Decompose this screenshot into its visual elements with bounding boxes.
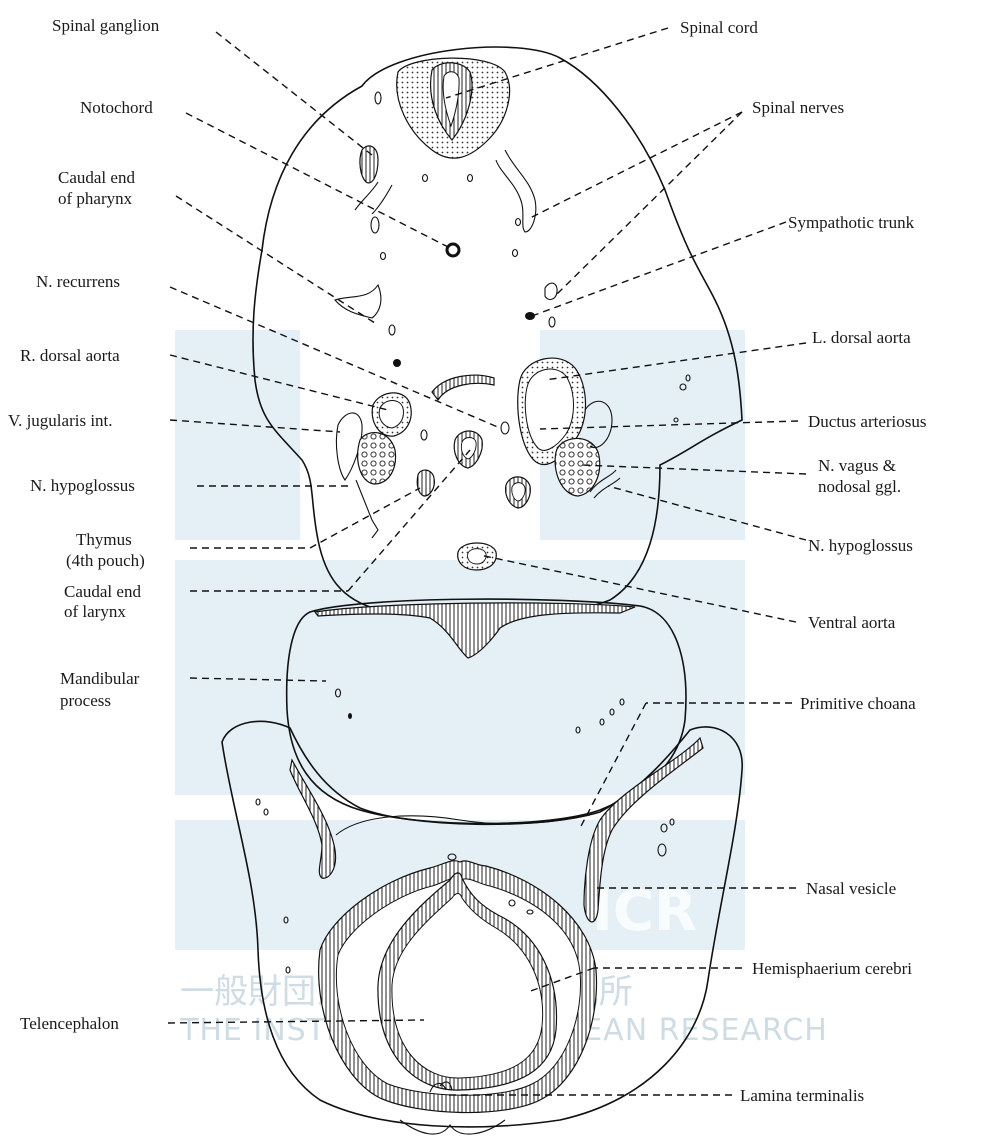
label-thymus-2: (4th pouch) [66, 551, 145, 570]
label-caudal-end-larynx-1: Caudal end [64, 582, 141, 601]
label-mandibular-2: process [60, 691, 111, 710]
ductus-arteriosus [501, 422, 509, 434]
label-notochord: Notochord [80, 98, 153, 117]
label-n-recurrens: N. recurrens [36, 272, 120, 291]
label-caudal-end-pharynx-1: Caudal end [58, 168, 135, 187]
label-primitive-choana: Primitive choana [800, 694, 916, 713]
label-sympathetic-trunk: Sympathotic trunk [788, 213, 915, 232]
label-caudal-end-pharynx-2: of pharynx [58, 189, 133, 208]
label-lamina-terminalis: Lamina terminalis [740, 1086, 864, 1105]
label-v-jugularis: V. jugularis int. [8, 411, 113, 430]
label-hemisphaerium-cerebri: Hemisphaerium cerebri [752, 959, 912, 978]
label-n-hypoglossus-left: N. hypoglossus [30, 476, 135, 495]
label-n-vagus-2: nodosal ggl. [818, 477, 901, 496]
label-ventral-aorta: Ventral aorta [808, 613, 896, 632]
watermark-logo: ICR [592, 879, 697, 944]
label-nasal-vesicle: Nasal vesicle [806, 879, 896, 898]
label-spinal-nerves: Spinal nerves [752, 98, 844, 117]
label-n-vagus-1: N. vagus & [818, 456, 896, 475]
label-thymus-1: Thymus [76, 530, 132, 549]
label-mandibular-1: Mandibular [60, 669, 140, 688]
label-spinal-ganglion: Spinal ganglion [52, 16, 160, 35]
spinal-ganglion [360, 146, 378, 183]
n-recurrens [432, 375, 494, 400]
label-n-hypoglossus-right: N. hypoglossus [808, 536, 913, 555]
label-spinal-cord: Spinal cord [680, 18, 758, 37]
notochord [447, 244, 459, 256]
label-r-dorsal-aorta: R. dorsal aorta [20, 346, 120, 365]
thymus [417, 470, 434, 496]
label-caudal-end-larynx-2: of larynx [64, 602, 126, 621]
label-telencephalon: Telencephalon [20, 1014, 119, 1033]
label-ductus-arteriosus: Ductus arteriosus [808, 412, 927, 431]
vagus-ganglion-left [358, 433, 396, 484]
label-l-dorsal-aorta: L. dorsal aorta [812, 328, 911, 347]
